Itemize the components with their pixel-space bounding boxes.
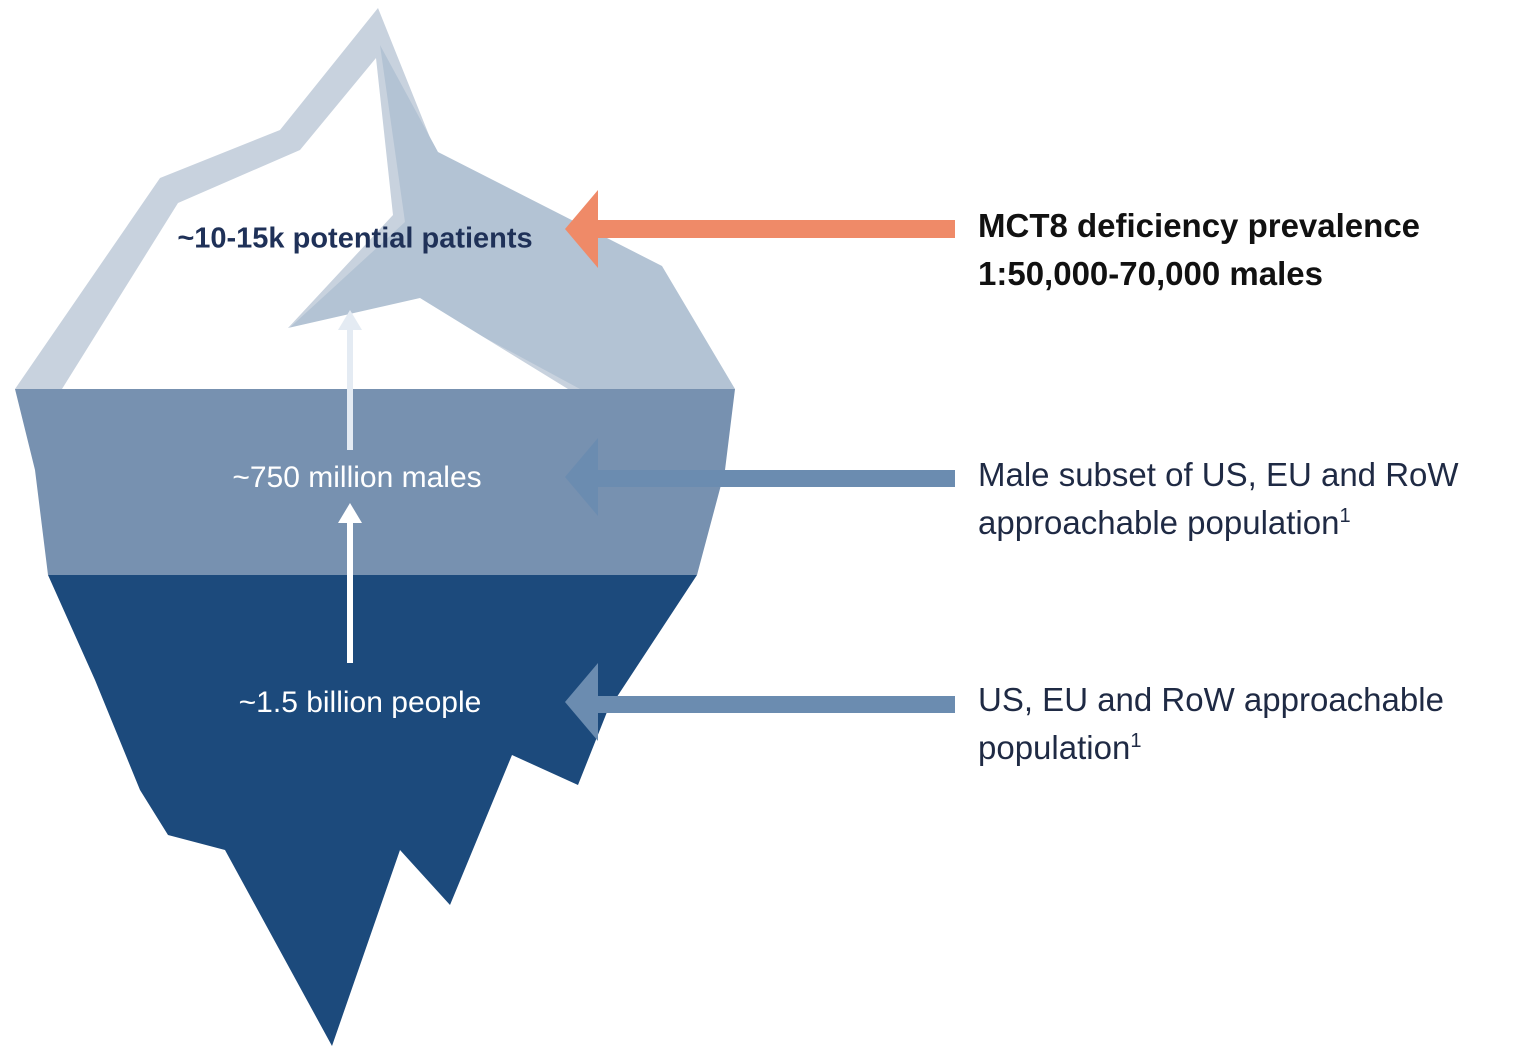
people-footnote: 1 [1130, 730, 1142, 752]
males-description: Male subset of US, EU and RoW approachab… [978, 451, 1459, 547]
patients-description: MCT8 deficiency prevalence 1:50,000-70,0… [978, 202, 1420, 298]
highlight-arrow [565, 190, 955, 268]
people-description-line-2: population [978, 729, 1131, 766]
pointer-arrow-males [565, 438, 955, 516]
males-description-line-1: Male subset of US, EU and RoW [978, 456, 1459, 493]
males-label: ~750 million males [232, 461, 482, 494]
pointer-arrow-people [565, 663, 955, 741]
patients-label: ~10-15k potential patients [177, 222, 533, 255]
patients-description-line-2: 1:50,000-70,000 males [978, 255, 1323, 292]
males-footnote: 1 [1339, 505, 1351, 527]
inner-arrow-lower [338, 503, 362, 663]
iceberg-tip-face [285, 45, 735, 389]
iceberg-middle-band [15, 389, 735, 575]
people-description-line-1: US, EU and RoW approachable [978, 681, 1444, 718]
inner-arrow-upper [338, 310, 362, 450]
patients-description-line-1: MCT8 deficiency prevalence [978, 207, 1421, 244]
iceberg-snow [62, 58, 568, 389]
people-description: US, EU and RoW approachable population1 [978, 676, 1444, 772]
males-description-line-2: approachable population [978, 504, 1340, 541]
people-label: ~1.5 billion people [238, 686, 482, 719]
iceberg-bottom-band [48, 575, 697, 1046]
